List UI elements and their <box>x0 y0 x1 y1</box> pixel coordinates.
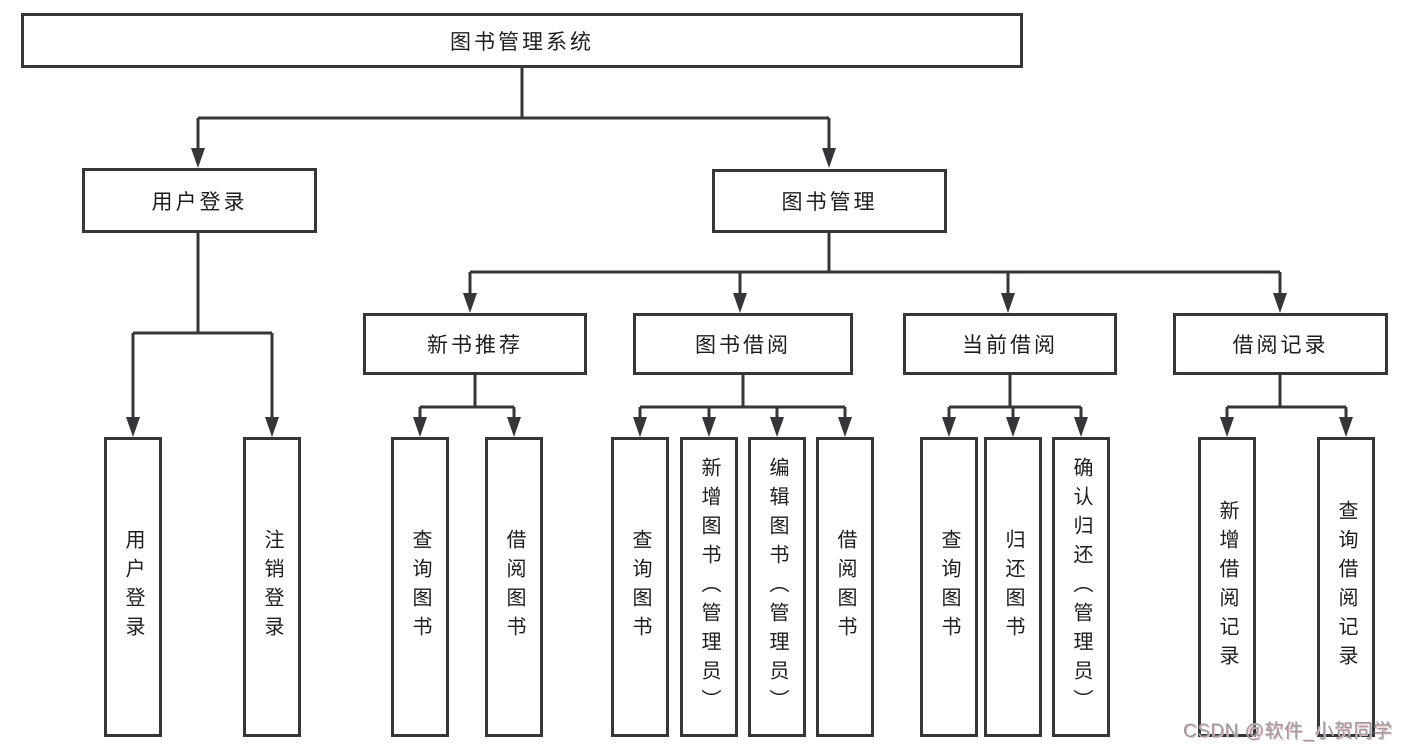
node-book-borrowing: 图书借阅 <box>633 313 853 375</box>
leaf-borrow-books-recommend: 借阅图书 <box>485 437 543 737</box>
leaf-label: 借阅图书 <box>503 529 525 645</box>
node-label: 借阅记录 <box>1232 334 1329 357</box>
leaf-return-book: 归还图书 <box>984 437 1042 737</box>
node-root-system: 图书管理系统 <box>21 13 1023 68</box>
tree-edges <box>131 68 1348 421</box>
leaf-user-login: 用户登录 <box>104 437 162 737</box>
leaf-label: 查询图书 <box>409 529 431 645</box>
leaf-label: 确认归还（管理员） <box>1070 456 1092 718</box>
node-current-borrowing: 当前借阅 <box>903 313 1117 375</box>
node-label: 图书管理 <box>781 191 878 214</box>
node-label: 新书推荐 <box>427 334 523 357</box>
leaf-borrow-books-borrow: 借阅图书 <box>816 437 874 737</box>
leaf-add-borrow-record: 新增借阅记录 <box>1198 437 1256 737</box>
leaf-label: 编辑图书（管理员） <box>766 456 788 718</box>
node-book-management: 图书管理 <box>712 169 947 233</box>
leaf-label: 归还图书 <box>1002 529 1024 645</box>
csdn-watermark: CSDN @软件_小贺同学 <box>1183 721 1393 742</box>
leaf-confirm-return-admin: 确认归还（管理员） <box>1052 437 1110 737</box>
leaf-query-borrow-record: 查询借阅记录 <box>1317 437 1375 737</box>
leaf-query-books-borrow: 查询图书 <box>611 437 669 737</box>
leaf-query-books-current: 查询图书 <box>920 437 978 737</box>
leaf-label: 借阅图书 <box>834 529 856 645</box>
node-label: 图书借阅 <box>695 334 791 357</box>
node-user-login: 用户登录 <box>82 168 317 233</box>
leaf-label: 用户登录 <box>122 529 144 645</box>
leaf-edit-book-admin: 编辑图书（管理员） <box>748 437 806 737</box>
leaf-label: 查询图书 <box>938 529 960 645</box>
node-label: 用户登录 <box>151 190 248 214</box>
leaf-add-book-admin: 新增图书（管理员） <box>680 437 738 737</box>
node-label: 当前借阅 <box>962 334 1058 357</box>
leaf-label: 查询图书 <box>629 529 651 645</box>
leaf-label: 新增借阅记录 <box>1216 500 1238 674</box>
leaf-label: 查询借阅记录 <box>1335 500 1357 674</box>
node-label: 图书管理系统 <box>450 30 594 54</box>
leaf-label: 新增图书（管理员） <box>698 456 720 718</box>
node-borrowing-records: 借阅记录 <box>1173 313 1388 375</box>
node-new-book-recommend: 新书推荐 <box>363 313 587 375</box>
leaf-label: 注销登录 <box>261 529 283 645</box>
leaf-query-books-recommend: 查询图书 <box>391 437 449 737</box>
leaf-logout: 注销登录 <box>243 437 301 737</box>
